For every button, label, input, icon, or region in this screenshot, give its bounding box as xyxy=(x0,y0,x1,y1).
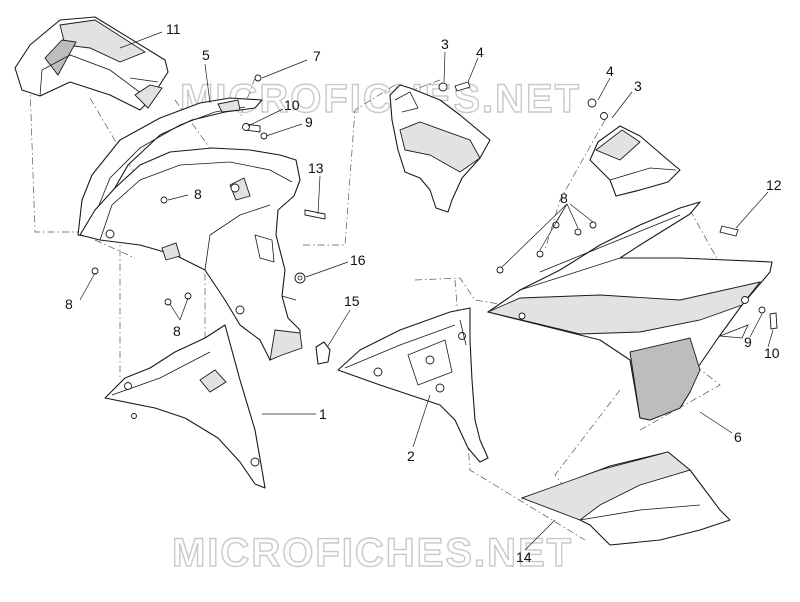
callout-10-left: 10 xyxy=(284,97,300,113)
callout-4-left: 4 xyxy=(476,44,484,60)
callout-9-right: 9 xyxy=(744,334,752,350)
part-3-inner-bracket-left xyxy=(389,84,491,213)
part-3-small-bracket-right xyxy=(589,125,681,197)
callout-2: 2 xyxy=(407,448,415,464)
part-15-clip xyxy=(315,341,331,365)
callout-8-right: 8 xyxy=(560,190,568,206)
callout-8-left: 8 xyxy=(65,296,73,312)
callout-8-middle-left: 8 xyxy=(173,323,181,339)
callout-3-right: 3 xyxy=(634,78,642,94)
callout-12: 12 xyxy=(766,177,782,193)
part-16-nut xyxy=(294,272,306,284)
part-2-middle-lower-panel xyxy=(337,307,489,463)
leader-lines xyxy=(79,31,774,551)
callout-9-left: 9 xyxy=(305,114,313,130)
callout-labels: 11 5 7 10 9 13 8 8 8 16 15 1 3 4 4 3 8 1… xyxy=(65,21,782,565)
callout-1: 1 xyxy=(319,406,327,422)
callout-14: 14 xyxy=(516,549,532,565)
callout-15: 15 xyxy=(344,293,360,309)
part-6-right-fairing xyxy=(486,201,773,421)
callout-16: 16 xyxy=(350,252,366,268)
callout-7: 7 xyxy=(313,48,321,64)
callout-3-left: 3 xyxy=(441,36,449,52)
callout-5: 5 xyxy=(202,47,210,63)
callout-8-upper-left: 8 xyxy=(194,186,202,202)
callout-6: 6 xyxy=(734,429,742,445)
part-11-upper-trim xyxy=(14,16,169,111)
callout-13: 13 xyxy=(308,160,324,176)
callout-11: 11 xyxy=(166,21,181,37)
part-1-left-fairing-upper xyxy=(79,147,303,361)
part-14-lower-plate xyxy=(520,451,731,546)
watermark-bottom: MICROFICHES.NET xyxy=(172,531,573,575)
callout-10-right: 10 xyxy=(764,345,780,361)
callout-4-right: 4 xyxy=(606,63,614,79)
part-1-left-fairing-lower xyxy=(104,324,266,489)
